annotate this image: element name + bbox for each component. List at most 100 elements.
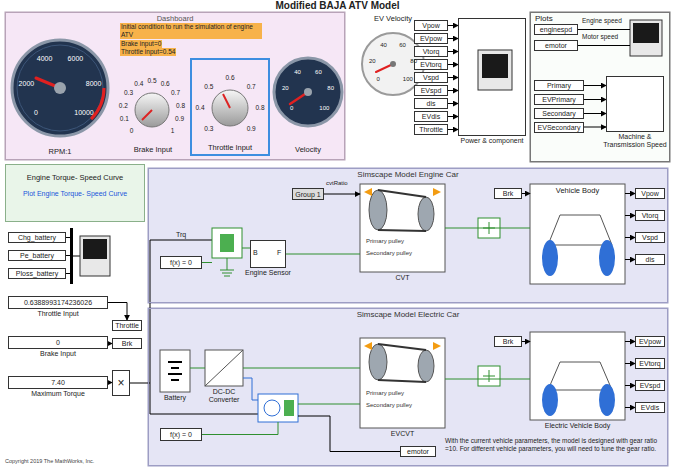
block-caption: Engine Sensor — [243, 269, 293, 277]
plots-area — [530, 12, 670, 162]
connector — [625, 407, 635, 408]
signal-tag: Vpow — [635, 188, 665, 199]
tag-text: dis — [646, 256, 655, 263]
tag-text: Throttle — [115, 322, 139, 329]
gear-block — [478, 366, 500, 386]
battery-scope — [66, 228, 110, 284]
scale-number: 4000 — [37, 54, 53, 61]
note-text: Throttle input=0.54 — [120, 48, 176, 56]
part-label: Primary pulley — [366, 238, 404, 245]
connector — [625, 237, 635, 238]
scale-number: 0.4 — [134, 81, 143, 88]
scale-number: 100 — [403, 76, 413, 82]
connector — [448, 103, 458, 104]
part-label: Secondary pulley — [366, 402, 412, 409]
constant-value: 7.40 — [51, 379, 65, 386]
block-caption: Machine & Transmission Speed — [603, 133, 667, 150]
signal-tag: emotor — [400, 446, 436, 457]
gauge-caption: RPM:1 — [8, 147, 112, 156]
scale-number: 0.9 — [247, 126, 256, 133]
region-heading: Dashboard — [6, 14, 344, 23]
dashboard-ground — [5, 12, 345, 160]
battery-scope — [80, 236, 110, 276]
connector — [584, 113, 606, 114]
dashboard-ground — [5, 12, 345, 160]
block-caption: Battery — [155, 394, 195, 402]
bus-label: Motor speed — [582, 33, 618, 41]
cvt-drawing — [418, 197, 434, 231]
tag-text: Vtorq — [642, 212, 659, 219]
tag-text: dis — [427, 100, 436, 107]
signal-tag: emotor — [534, 40, 578, 51]
signal-tag: dis — [635, 254, 665, 265]
tag-text: Brk — [122, 340, 133, 347]
signal-tag: enginespd — [534, 24, 578, 35]
tag-text: Vspd — [642, 234, 658, 241]
plots-area — [578, 30, 630, 46]
scale-number: 0.4 — [195, 105, 204, 112]
region-band: Simscape Model Engine Carf(x) = 0Engine … — [148, 168, 668, 303]
signal-tag: Throttle — [112, 320, 142, 331]
signal-tag: EVpow — [414, 33, 448, 44]
vehicle-body-drawing — [542, 240, 558, 276]
ev-body-drawing — [542, 384, 558, 416]
rpm-gauge — [12, 40, 108, 136]
scale-number: 40 — [294, 69, 301, 75]
torque-wire — [130, 240, 258, 414]
connector — [584, 85, 606, 86]
port-label: B — [253, 249, 258, 257]
tag-text: EVspd — [640, 382, 661, 389]
signal-tag: EVspd — [635, 380, 665, 391]
signal-tag: EVtorq — [635, 358, 665, 369]
scale-number: 0 — [377, 76, 380, 82]
gauge-widget: RPM:1 — [8, 36, 112, 158]
connector — [108, 303, 127, 321]
tag-text: Vspd — [423, 74, 439, 81]
scale-number: 0.5 — [147, 78, 156, 85]
gauge-caption: Brake Input — [118, 145, 188, 154]
tag-text: EVdis — [641, 404, 659, 411]
scale-number: 60 — [399, 42, 406, 48]
scale-number: 20 — [282, 85, 289, 91]
gauge-caption: Throttle Input — [192, 143, 268, 152]
battery-symbol — [160, 350, 190, 392]
connector — [625, 215, 635, 216]
connector — [448, 25, 458, 26]
battery-scope — [83, 239, 107, 259]
motor-symbol — [258, 394, 298, 422]
scale-number: 2000 — [19, 79, 35, 86]
model-block: Electric Vehicle Body — [530, 332, 625, 420]
plots-area — [633, 23, 659, 43]
subsystem-box: Engine Torque- Speed CurvePlot Engine To… — [5, 164, 145, 222]
scale-number: 0.3 — [204, 126, 213, 133]
tag-text: EVdis — [422, 113, 440, 120]
signal-tag: dis — [414, 98, 448, 109]
tag-text: EVpow — [639, 338, 661, 345]
tag-text: enginespd — [540, 26, 572, 33]
dc-dc-symbol — [243, 378, 258, 400]
scale-number: 0.6 — [161, 81, 170, 88]
evcvt-drawing — [364, 342, 372, 350]
evcvt-drawing — [418, 350, 434, 382]
battery-scope — [66, 238, 80, 274]
dc-dc-symbol — [205, 350, 243, 386]
rpm-gauge — [17, 45, 103, 131]
cvt-drawing — [433, 188, 441, 196]
power-subsystem — [458, 18, 526, 136]
tag-text: EVSecondary — [538, 124, 581, 131]
brake-knob — [142, 110, 152, 120]
scale-number: 0.7 — [171, 90, 180, 97]
signal-tag: EVtorq — [414, 59, 448, 70]
model-block: Power & component — [458, 18, 526, 136]
rpm-gauge — [54, 82, 66, 94]
rpm-gauge — [12, 40, 108, 136]
tag-text: Primary — [547, 82, 571, 89]
scale-number: 1 — [171, 127, 175, 134]
evcvt-drawing — [433, 342, 441, 350]
tag-text: Chg_battery — [18, 234, 56, 241]
engine-block — [202, 248, 250, 276]
port-label: F — [277, 249, 281, 257]
function-block: f(x) = 0 — [160, 428, 202, 441]
